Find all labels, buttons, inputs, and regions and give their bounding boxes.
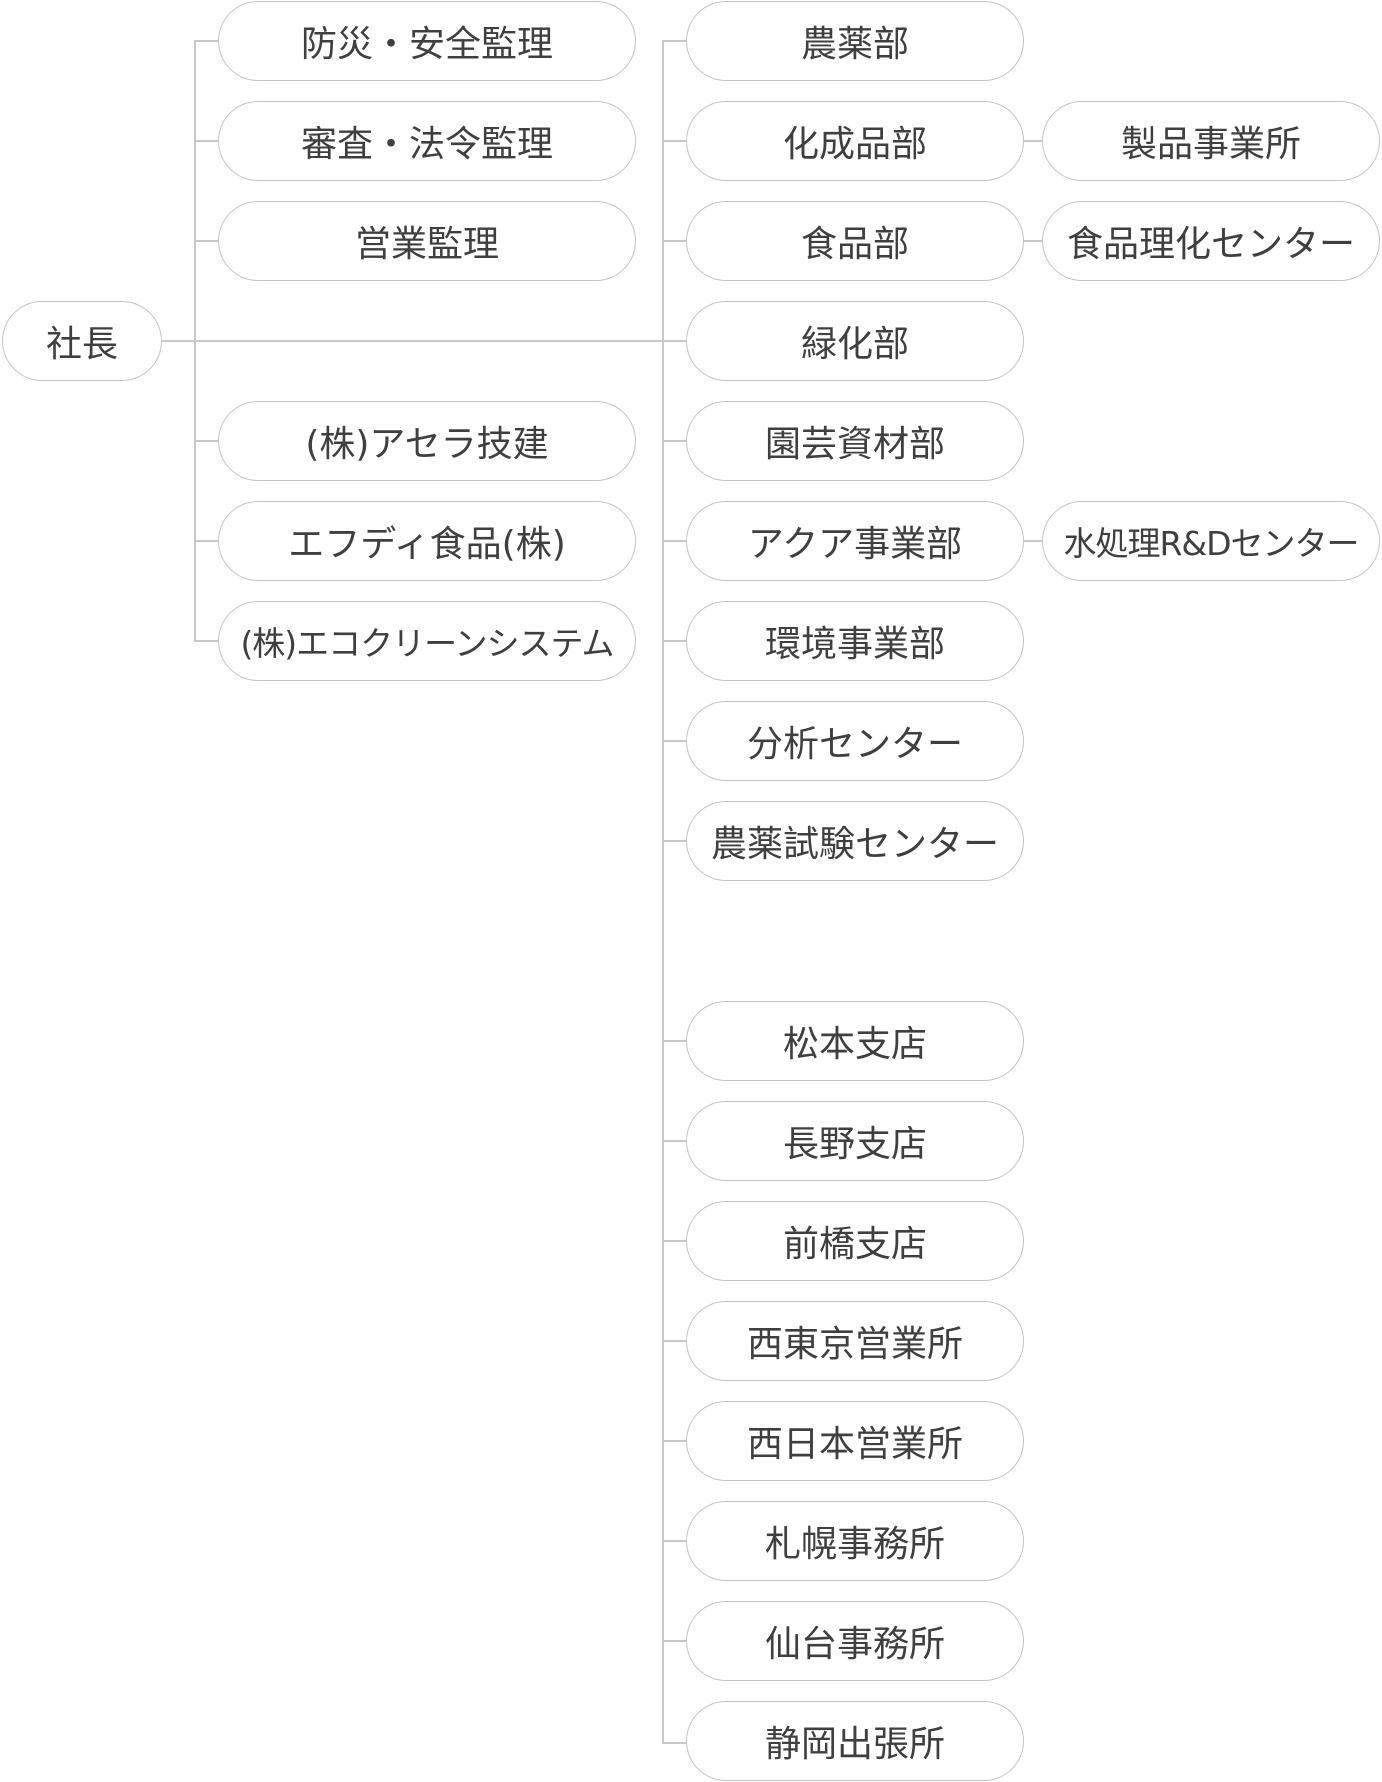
connector-dept-8 [662, 740, 686, 742]
connector-root [160, 340, 686, 342]
connector-branch-1 [662, 1040, 686, 1042]
node-department: 農薬部 [686, 1, 1024, 81]
node-subunit: 製品事業所 [1042, 101, 1380, 181]
connector-staff-2 [194, 140, 218, 142]
connector-dept-6 [662, 540, 686, 542]
connector-sub-2 [1024, 240, 1042, 242]
node-branch: 静岡出張所 [686, 1701, 1024, 1781]
node-branch: 西東京営業所 [686, 1301, 1024, 1381]
node-staff: 防災・安全監理 [218, 1, 636, 81]
node-staff: 営業監理 [218, 201, 636, 281]
connector-staff-1 [194, 40, 218, 42]
connector-branch-2 [662, 1140, 686, 1142]
connector-sub-3 [1024, 540, 1042, 542]
node-department: 食品部 [686, 201, 1024, 281]
connector-branch-7 [662, 1640, 686, 1642]
connector-dept-5 [662, 440, 686, 442]
connector-branch-6 [662, 1540, 686, 1542]
connector-dept-7 [662, 640, 686, 642]
node-subunit: 水処理R&Dセンター [1042, 501, 1380, 581]
connector-dept-trunk [662, 40, 664, 1743]
connector-dept-3 [662, 240, 686, 242]
node-branch: 西日本営業所 [686, 1401, 1024, 1481]
connector-branch-5 [662, 1440, 686, 1442]
connector-branch-4 [662, 1340, 686, 1342]
node-department: 緑化部 [686, 301, 1024, 381]
connector-affiliate-1 [194, 440, 218, 442]
connector-sub-1 [1024, 140, 1042, 142]
node-affiliate: (株)アセラ技建 [218, 401, 636, 481]
node-department: 農薬試験センター [686, 801, 1024, 881]
connector-dept-1 [662, 40, 686, 42]
node-affiliate: (株)エコクリーンシステム [218, 601, 636, 681]
connector-affiliate-3 [194, 640, 218, 642]
node-branch: 長野支店 [686, 1101, 1024, 1181]
node-branch: 仙台事務所 [686, 1601, 1024, 1681]
connector-affiliate-2 [194, 540, 218, 542]
connector-staff-3 [194, 240, 218, 242]
node-branch: 札幌事務所 [686, 1501, 1024, 1581]
connector-staff-trunk [194, 40, 196, 640]
node-president: 社長 [2, 301, 162, 381]
node-department: 環境事業部 [686, 601, 1024, 681]
node-department: 化成品部 [686, 101, 1024, 181]
node-affiliate: エフディ食品(株) [218, 501, 636, 581]
node-subunit: 食品理化センター [1042, 201, 1380, 281]
connector-branch-3 [662, 1240, 686, 1242]
connector-dept-2 [662, 140, 686, 142]
node-department: 分析センター [686, 701, 1024, 781]
connector-dept-9 [662, 840, 686, 842]
node-branch: 前橋支店 [686, 1201, 1024, 1281]
node-department: アクア事業部 [686, 501, 1024, 581]
node-branch: 松本支店 [686, 1001, 1024, 1081]
connector-branch-8 [662, 1742, 686, 1744]
node-staff: 審査・法令監理 [218, 101, 636, 181]
node-department: 園芸資材部 [686, 401, 1024, 481]
